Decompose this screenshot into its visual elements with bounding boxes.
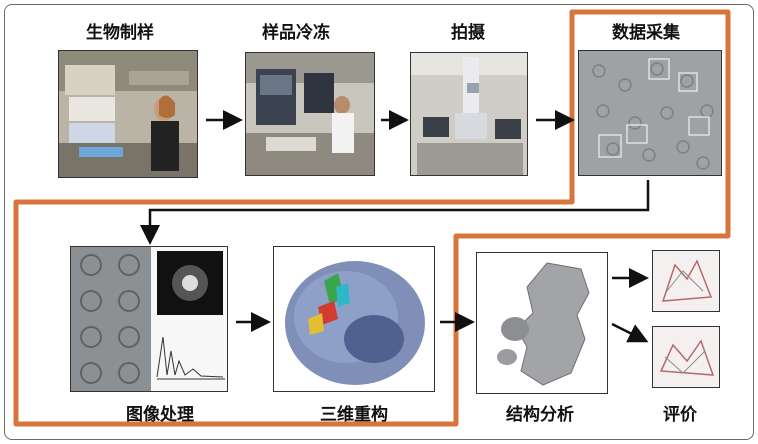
arrow-analysis-to-eval-2 [611,322,649,343]
label-image-processing: 图像处理 [126,405,194,425]
arrow-data-to-processing [140,180,650,245]
label-sample-prep: 生物制样 [86,23,154,43]
label-structure-analysis: 结构分析 [506,405,574,425]
label-data-collection: 数据采集 [612,23,680,43]
label-evaluation: 评价 [663,405,697,425]
micrograph-photo [578,50,722,176]
structure-analysis-model [476,252,608,394]
workflow-outline [13,9,731,427]
image-processing-panel [70,246,228,392]
evaluation-result-2 [652,326,720,388]
label-freezing: 样品冷冻 [262,23,330,43]
label-reconstruction: 三维重构 [320,405,388,425]
microscope-photo [410,52,528,176]
reconstruction-map [273,246,435,392]
freezing-photo [245,52,375,176]
label-imaging: 拍摄 [451,23,485,43]
evaluation-result-1 [652,250,720,312]
sample-prep-photo [58,50,198,178]
